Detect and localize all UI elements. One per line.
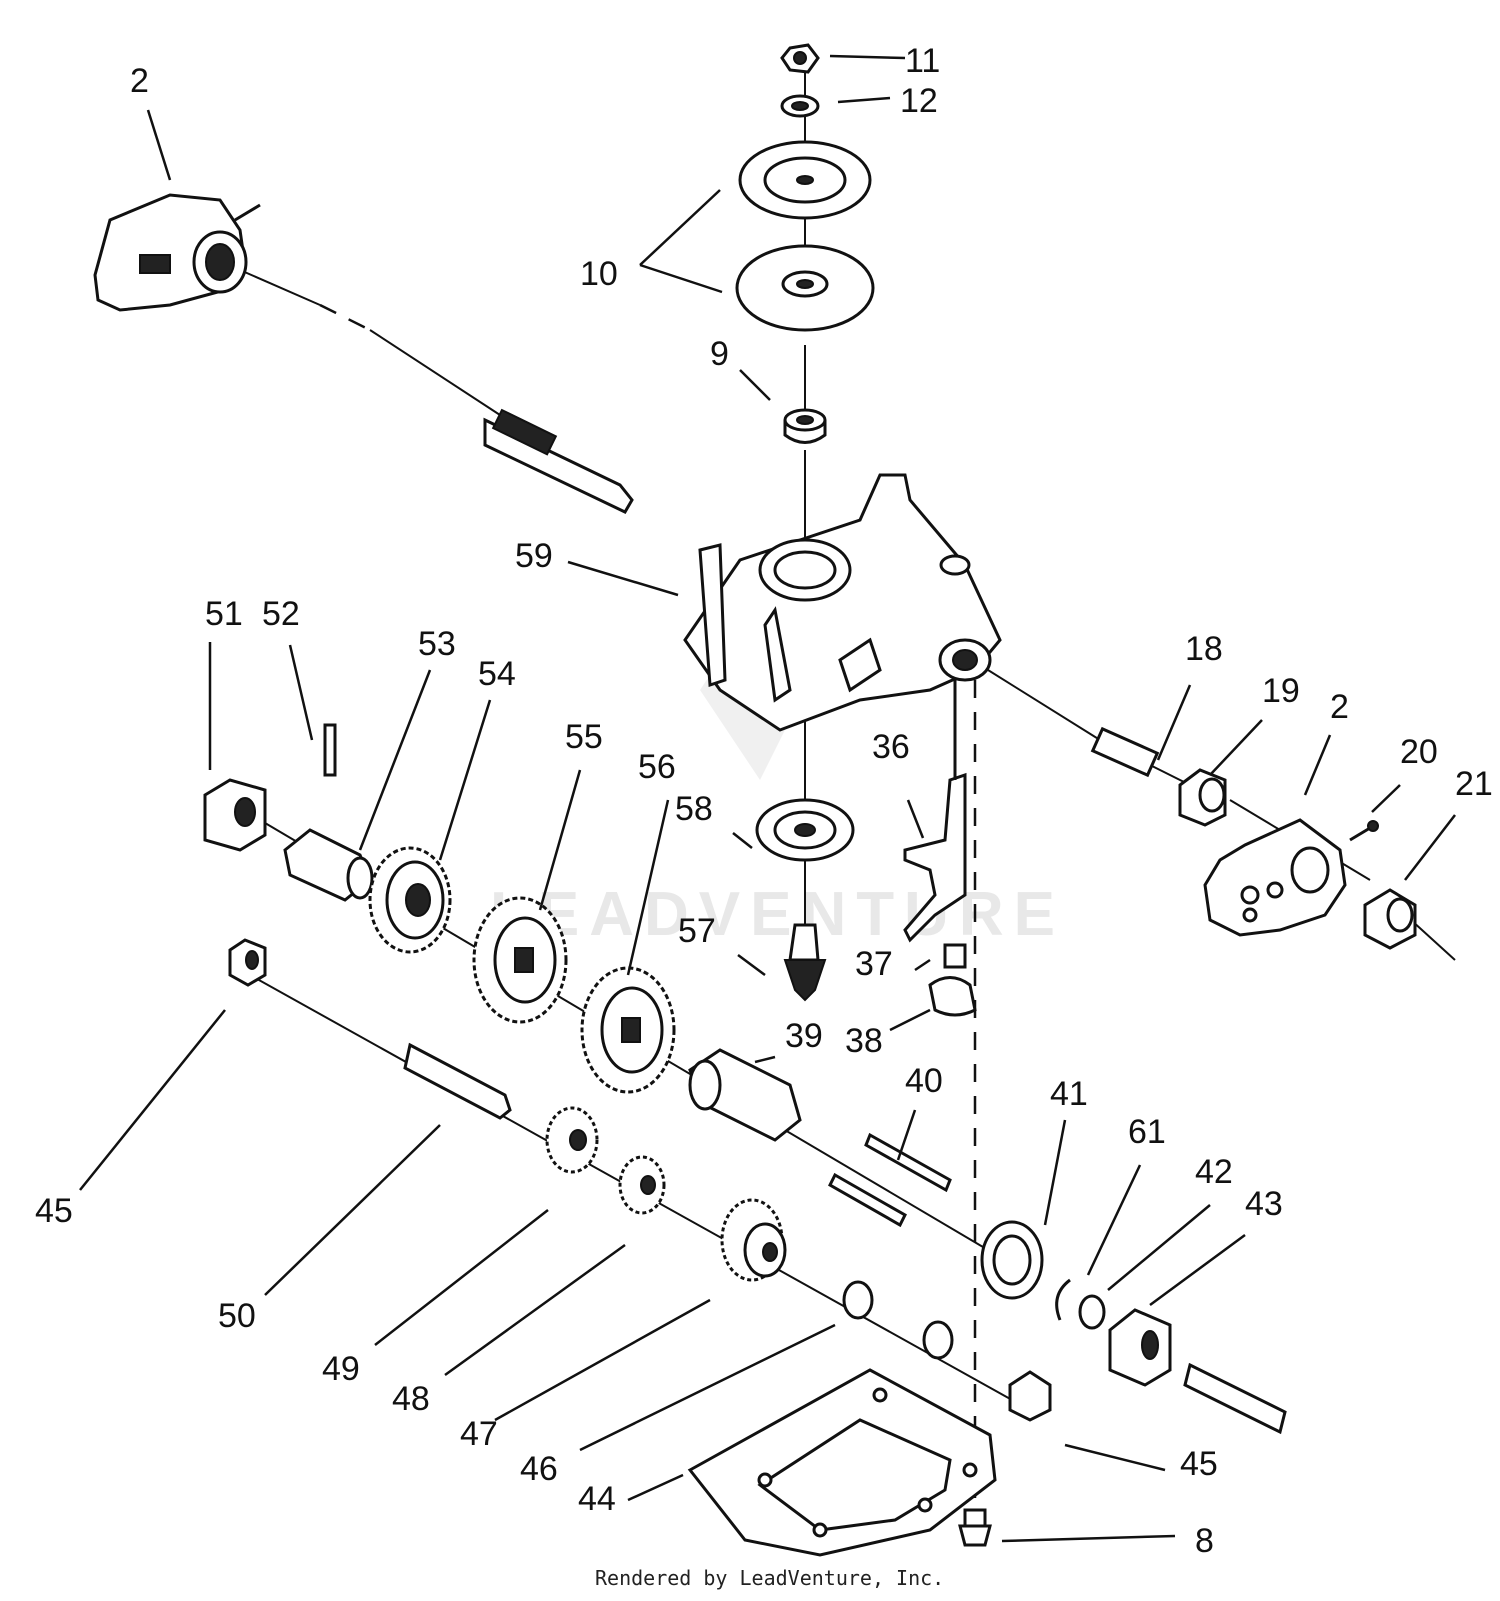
- bushing-45-left: [228, 938, 267, 987]
- callout-12: 12: [900, 82, 938, 120]
- upper-shaft: [483, 408, 634, 514]
- bushing-21: [1363, 888, 1417, 950]
- washer-10-lower: [735, 244, 875, 332]
- bushing-45-right: [1008, 1370, 1052, 1422]
- callout-52: 52: [262, 595, 300, 633]
- callout-54: 54: [478, 655, 516, 693]
- callout-59: 59: [515, 537, 553, 575]
- callout-39: 39: [785, 1017, 823, 1055]
- callout-8: 8: [1195, 1522, 1214, 1560]
- callout-42: 42: [1195, 1153, 1233, 1191]
- callout-56: 56: [638, 748, 676, 786]
- part-38: [928, 976, 977, 1017]
- gear-48: [618, 1155, 666, 1215]
- gear-47: [720, 1198, 787, 1282]
- washer-42: [1078, 1294, 1106, 1330]
- shaft-50: [403, 1042, 512, 1120]
- callout-11: 11: [905, 42, 940, 80]
- callout-46: 46: [520, 1450, 558, 1488]
- callout-50: 50: [218, 1297, 256, 1335]
- render-credit: Rendered by LeadVenture, Inc.: [595, 1566, 944, 1590]
- snap-ring-61: [1055, 1278, 1071, 1321]
- key-40: [828, 1132, 952, 1228]
- callout-18: 18: [1185, 630, 1223, 668]
- washer-12: [780, 94, 820, 118]
- watermark-text: LEADVENTURE: [490, 880, 1065, 949]
- bushing-51: [203, 778, 267, 852]
- collar-53: [283, 828, 374, 902]
- screw-20: [1349, 820, 1379, 842]
- callout-49: 49: [322, 1350, 360, 1388]
- callout-41: 41: [1050, 1075, 1088, 1113]
- washer-10-upper: [738, 140, 872, 220]
- output-shaft: [1183, 1362, 1287, 1435]
- callout-57: 57: [678, 912, 716, 950]
- callout-2-right: 2: [1330, 688, 1349, 726]
- callout-40: 40: [905, 1062, 943, 1100]
- callout-45-right: 45: [1180, 1445, 1218, 1483]
- gear-54: [368, 846, 452, 954]
- callout-19: 19: [1262, 672, 1300, 710]
- callout-labels: 2 11 12 10 9 59 51 52 53 54 55 56 58 36 …: [35, 42, 1493, 1560]
- part-37: [943, 943, 967, 969]
- drain-screw-8: [958, 1508, 992, 1547]
- callout-2-left: 2: [130, 62, 149, 100]
- callout-37: 37: [855, 945, 893, 983]
- cover-44: [687, 1368, 997, 1557]
- callout-38: 38: [845, 1022, 883, 1060]
- callout-45-left: 45: [35, 1192, 73, 1230]
- screw-57: [783, 923, 827, 1002]
- gear-55: [472, 896, 568, 1024]
- callout-55: 55: [565, 718, 603, 756]
- bearing-58: [755, 798, 855, 862]
- spring-pin-18: [1090, 726, 1160, 778]
- leader-lines: [79, 54, 1456, 1543]
- callout-43: 43: [1245, 1185, 1283, 1223]
- callout-10: 10: [580, 255, 618, 293]
- nut-11: [780, 43, 820, 74]
- callout-21: 21: [1455, 765, 1493, 803]
- housing-59: [683, 473, 1002, 732]
- callout-44: 44: [578, 1480, 616, 1518]
- callout-48: 48: [392, 1380, 430, 1418]
- callout-61: 61: [1128, 1113, 1166, 1151]
- bracket-2-left: [93, 193, 261, 312]
- bushing-43: [1108, 1308, 1172, 1387]
- gear-56: [580, 966, 676, 1094]
- gear-49: [545, 1106, 599, 1174]
- callout-53: 53: [418, 625, 456, 663]
- washer-46: [842, 1280, 954, 1360]
- bushing-19: [1178, 768, 1227, 827]
- callout-36: 36: [872, 728, 910, 766]
- callout-20: 20: [1400, 733, 1438, 771]
- bracket-2-right: [1203, 818, 1347, 937]
- callout-51: 51: [205, 595, 243, 633]
- shaft-39: [688, 1048, 802, 1142]
- callout-47: 47: [460, 1415, 498, 1453]
- shift-fork-36: [903, 680, 967, 943]
- bearing-41: [980, 1220, 1044, 1300]
- callout-58: 58: [675, 790, 713, 828]
- pin-52: [323, 723, 337, 777]
- bushing-9: [783, 408, 827, 444]
- callout-9: 9: [710, 335, 729, 373]
